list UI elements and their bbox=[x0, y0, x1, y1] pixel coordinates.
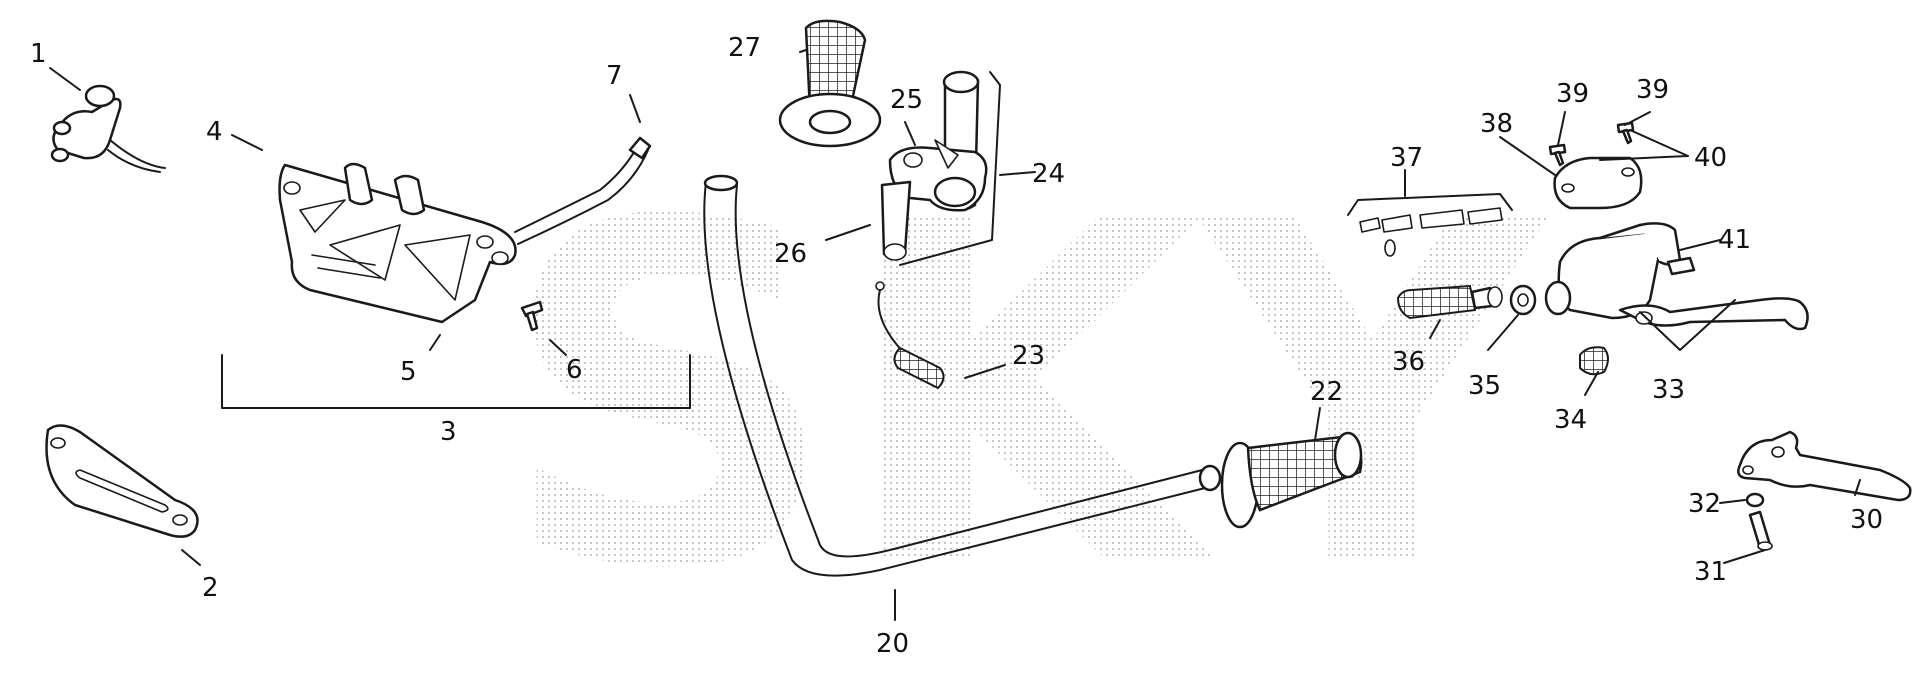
part-35-washer bbox=[1509, 284, 1537, 316]
callout-35: 35 bbox=[1468, 371, 1501, 401]
part-41-clamp bbox=[1666, 256, 1696, 276]
part-39-screw-right bbox=[1616, 121, 1635, 145]
callout-1: 1 bbox=[30, 39, 47, 69]
leader-lines bbox=[49, 49, 1861, 621]
part-27-throttle-grip bbox=[778, 19, 882, 148]
part-2-bracket-plate bbox=[45, 424, 199, 538]
group-3-bracket bbox=[221, 354, 691, 409]
callout-33: 33 bbox=[1652, 375, 1685, 405]
callout-3: 3 bbox=[440, 417, 457, 447]
part-26-throttle-body bbox=[880, 180, 912, 261]
callout-39-right: 39 bbox=[1636, 75, 1669, 105]
callout-36: 36 bbox=[1392, 347, 1425, 377]
callout-38: 38 bbox=[1480, 109, 1513, 139]
part-30-lever bbox=[1737, 430, 1912, 502]
part-37-adjuster-assembly bbox=[1347, 193, 1513, 257]
callout-6: 6 bbox=[566, 355, 583, 385]
part-7-cable bbox=[514, 136, 652, 245]
callout-7: 7 bbox=[606, 61, 623, 91]
callout-37: 37 bbox=[1390, 143, 1423, 173]
part-34-cap bbox=[1579, 346, 1609, 376]
callout-labels: 1 2 3 4 5 6 7 20 22 23 24 25 26 27 30 31… bbox=[30, 33, 1883, 659]
callout-4: 4 bbox=[206, 117, 223, 147]
part-39-screw-left bbox=[1548, 143, 1567, 167]
callout-31: 31 bbox=[1694, 557, 1727, 587]
callout-39-left: 39 bbox=[1556, 79, 1589, 109]
part-4-switch-housing bbox=[278, 162, 517, 324]
part-32-washer bbox=[1745, 492, 1765, 508]
callout-40: 40 bbox=[1694, 143, 1727, 173]
part-33-master-cylinder bbox=[1544, 222, 1809, 331]
part-31-pivot-bolt bbox=[1748, 510, 1773, 551]
callout-23: 23 bbox=[1012, 341, 1045, 371]
part-22-grip bbox=[1220, 431, 1363, 529]
callout-24: 24 bbox=[1032, 159, 1065, 189]
part-1-switch-clamp bbox=[50, 84, 166, 173]
callout-26: 26 bbox=[774, 239, 807, 269]
callout-27: 27 bbox=[728, 33, 761, 63]
callout-22: 22 bbox=[1310, 377, 1343, 407]
callout-2: 2 bbox=[202, 573, 219, 603]
callout-25: 25 bbox=[890, 85, 923, 115]
part-20-handlebar bbox=[703, 174, 1222, 577]
callout-41: 41 bbox=[1718, 225, 1751, 255]
part-23-throttle-cable bbox=[875, 281, 945, 390]
callout-34: 34 bbox=[1554, 405, 1587, 435]
callout-32: 32 bbox=[1688, 489, 1721, 519]
callout-20: 20 bbox=[876, 629, 909, 659]
part-38-reservoir-cover bbox=[1553, 156, 1643, 210]
part-6-screw bbox=[520, 300, 544, 332]
watermark: SKY bbox=[500, 124, 1548, 671]
part-36-adjuster bbox=[1396, 284, 1503, 320]
callout-30: 30 bbox=[1850, 505, 1883, 535]
callout-5: 5 bbox=[400, 357, 417, 387]
